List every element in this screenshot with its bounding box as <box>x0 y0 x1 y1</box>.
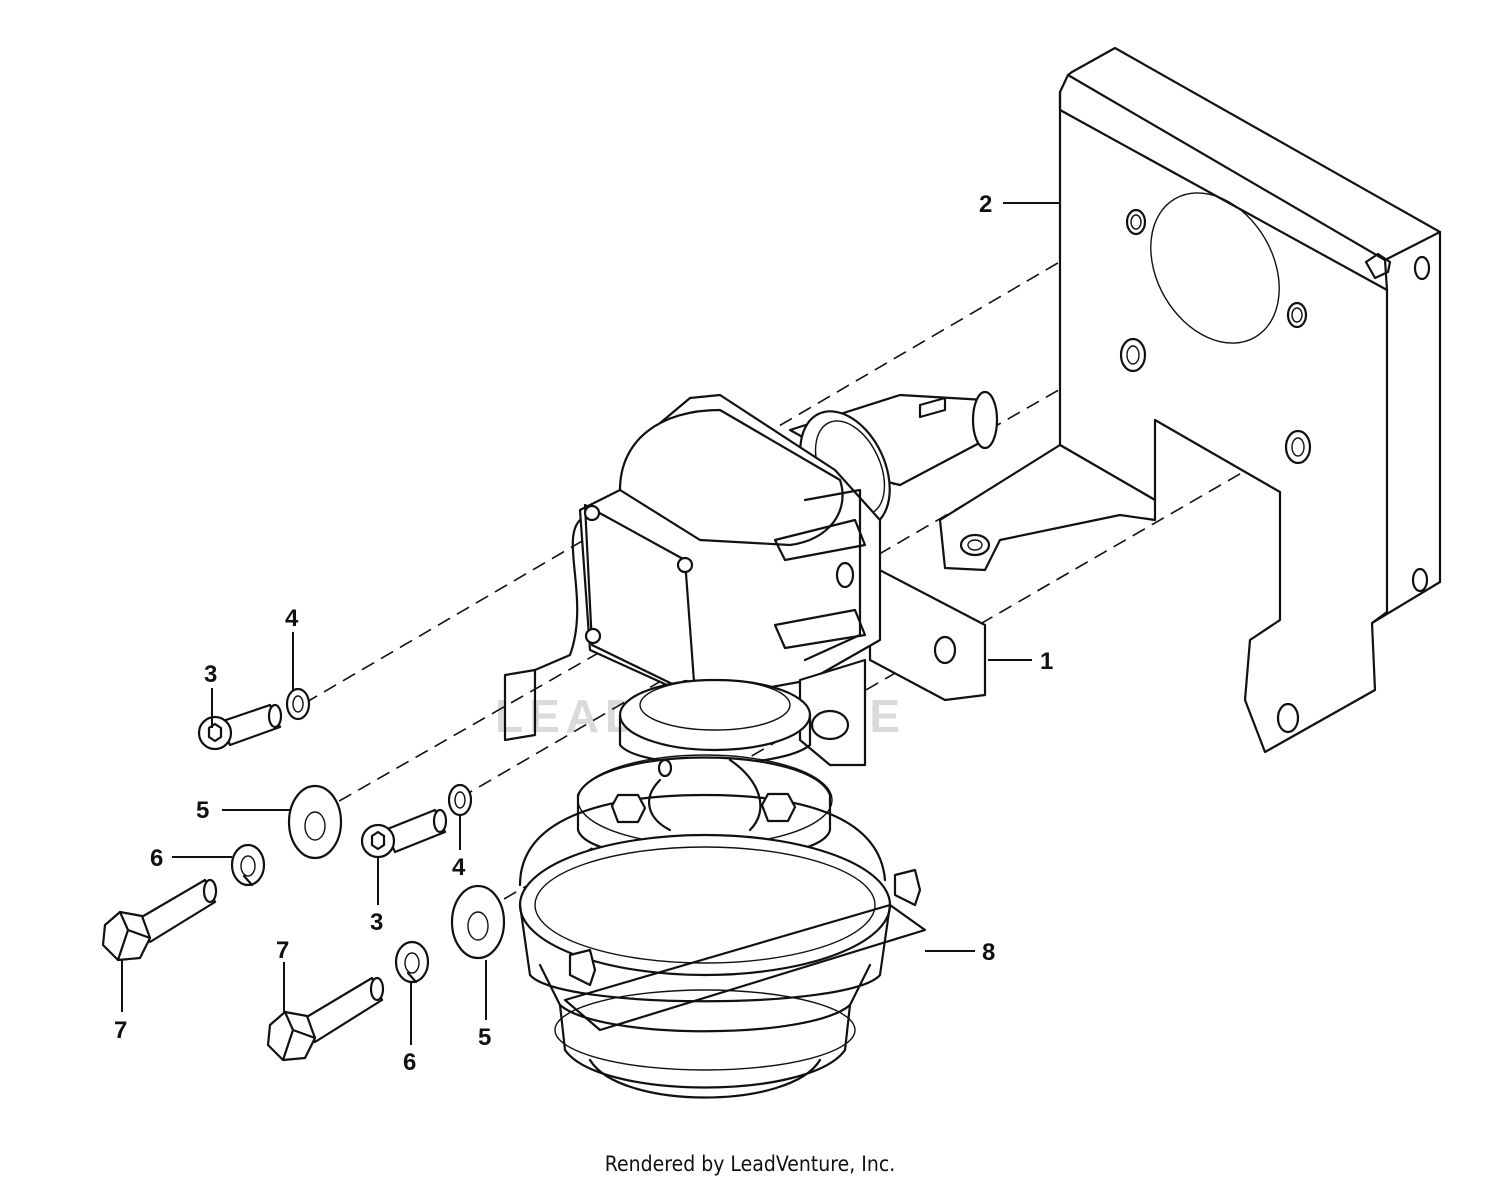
leader-lines <box>121 202 1060 1045</box>
exploded-parts-diagram: LEADVENTURE <box>101 46 1442 1099</box>
split-washer-lower <box>394 940 430 984</box>
callout-8: 8 <box>982 939 995 966</box>
callout-5-upper: 5 <box>196 797 209 824</box>
callout-7-upper: 7 <box>114 1017 127 1044</box>
flat-washer-upper <box>287 784 343 860</box>
split-washer-upper <box>230 843 266 887</box>
callout-3-upper: 3 <box>204 661 217 688</box>
callout-6-lower: 6 <box>403 1049 416 1076</box>
gearbox <box>503 390 999 767</box>
lock-washer-lower <box>447 783 473 817</box>
mounting-plate <box>938 46 1442 754</box>
callout-6-upper: 6 <box>150 845 163 872</box>
callout-2: 2 <box>979 191 992 218</box>
flat-washer-lower <box>450 884 506 960</box>
callout-labels: 1 2 3 3 4 4 5 5 6 6 7 7 8 <box>114 191 1053 1076</box>
callout-4-lower: 4 <box>452 854 466 881</box>
callout-4-upper: 4 <box>285 605 299 632</box>
cap-screw-upper <box>197 703 283 751</box>
hex-bolt-upper <box>101 878 218 962</box>
callout-3-lower: 3 <box>370 909 383 936</box>
hex-bolt-lower <box>266 976 385 1062</box>
footer-credit: Rendered by LeadVenture, Inc. <box>604 1152 896 1176</box>
callout-1: 1 <box>1040 648 1053 675</box>
clutch-assembly <box>518 754 927 1099</box>
callout-7-lower: 7 <box>276 937 289 964</box>
callout-5-lower: 5 <box>478 1024 491 1051</box>
lock-washer-upper <box>285 687 311 721</box>
cap-screw-lower <box>360 808 448 859</box>
